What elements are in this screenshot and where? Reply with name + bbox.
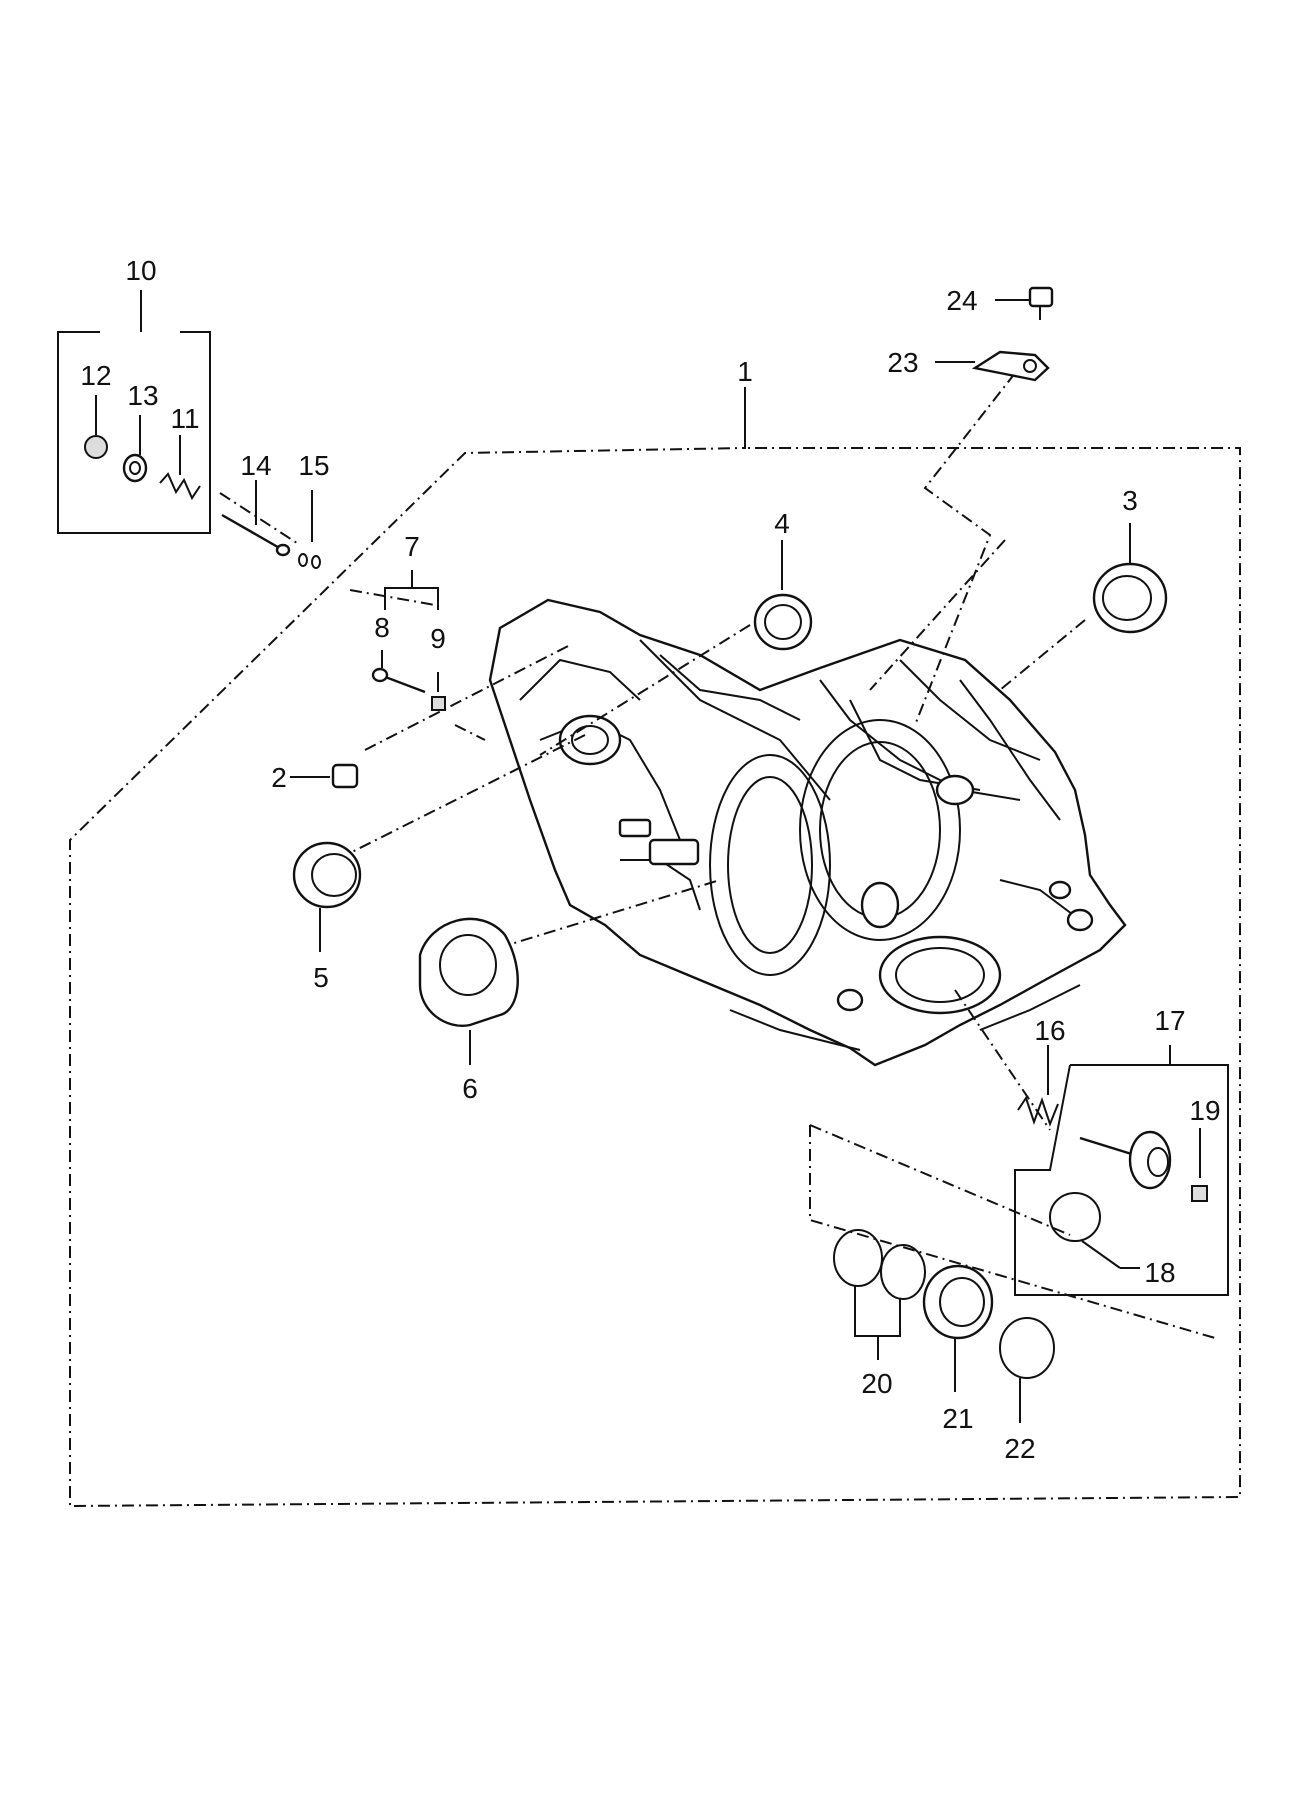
part-20-snap-rings [833, 1229, 926, 1360]
callout-23: 23 [887, 347, 918, 378]
callouts: 1 2 3 4 5 6 7 8 9 10 11 12 13 14 15 16 1… [80, 255, 1220, 1464]
callout-10: 10 [125, 255, 156, 286]
callout-20: 20 [861, 1368, 892, 1399]
callout-15: 15 [298, 450, 329, 481]
callout-13: 13 [127, 380, 158, 411]
part-11-spring [159, 435, 201, 501]
part-19-nut [1191, 1128, 1208, 1202]
part-4-seal [753, 540, 813, 651]
callout-17: 17 [1154, 1005, 1185, 1036]
subassembly-frame-17 [1014, 1045, 1229, 1296]
callout-4: 4 [774, 508, 790, 539]
callout-6: 6 [462, 1073, 478, 1104]
callout-19: 19 [1189, 1095, 1220, 1126]
callout-21: 21 [942, 1403, 973, 1434]
part-15-orings [298, 490, 321, 569]
leader-lines [219, 353, 1216, 1339]
transmission-case [488, 598, 1127, 1067]
part-5-seal [292, 841, 362, 952]
part-9-nut [431, 696, 446, 711]
callout-5: 5 [313, 962, 329, 993]
part-13-washer [122, 415, 148, 483]
callout-11: 11 [170, 403, 199, 434]
part-8-bolt [371, 667, 426, 694]
callout-3: 3 [1122, 485, 1138, 516]
part-18-oring [1049, 1192, 1140, 1269]
callout-14: 14 [240, 450, 271, 481]
part-23-bracket [935, 350, 1050, 382]
part-7-bolt-set [381, 570, 439, 692]
callout-8: 8 [374, 612, 390, 643]
part-3-seal [1092, 523, 1168, 634]
part-14-pin [221, 480, 291, 557]
callout-24: 24 [946, 285, 977, 316]
callout-1: 1 [737, 356, 753, 387]
part-12-plug [84, 395, 108, 459]
part-17-shaft [1079, 1130, 1172, 1190]
part-21-bearing [922, 1264, 994, 1392]
part-22-circlip [999, 1317, 1055, 1423]
callout-22: 22 [1004, 1433, 1035, 1464]
callout-9: 9 [430, 623, 446, 654]
callout-7: 7 [404, 531, 420, 562]
callout-16: 16 [1034, 1015, 1065, 1046]
assembly-boundary [69, 391, 1241, 1508]
part-6-cover [418, 917, 519, 1065]
callout-12: 12 [80, 360, 111, 391]
callout-18: 18 [1144, 1257, 1175, 1288]
part-2-dowel [290, 763, 359, 789]
part-16-spring [1017, 1045, 1059, 1127]
callout-2: 2 [271, 762, 287, 793]
part-24-bolt [995, 286, 1054, 320]
subassembly-frame-10 [57, 290, 211, 534]
